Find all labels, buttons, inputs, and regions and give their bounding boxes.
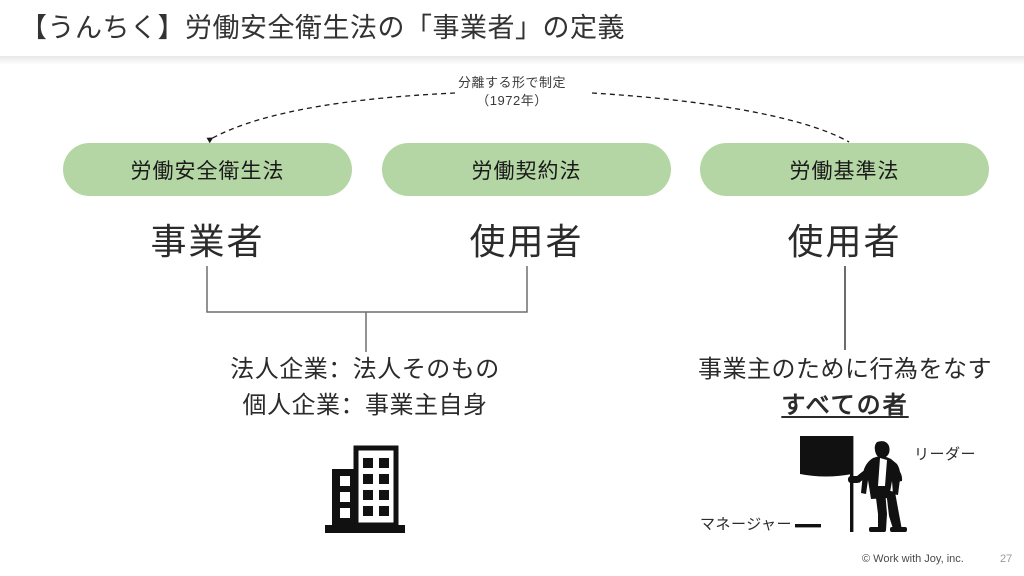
header-divider-shadow [0,56,1024,65]
building-icon [325,445,405,533]
leader-label: リーダー [914,446,977,463]
arc-annotation-line2: （1972年） [476,93,548,108]
law-box-kijun[interactable]: 労働基準法 [700,143,989,196]
page-title: 【うんちく】労働安全衛生法の「事業者」の定義 [20,13,625,43]
explanation-left-line1: 法人企業：法人そのもの [230,356,500,383]
dashed-arrow-right [591,92,850,143]
footer-page-number: 27 [1000,553,1013,565]
role-term-shiyousha-keiyaku: 使用者 [469,221,584,262]
law-box-label: 労働基準法 [789,159,900,183]
arc-annotation: 分離する形で制定 （1972年） [412,74,612,110]
arc-annotation-line1: 分離する形で制定 [457,75,566,90]
role-term-shiyousha-kijun: 使用者 [787,221,902,262]
explanation-right-line1: 事業主のために行為をなす [698,356,992,383]
explanation-left: 法人企業：法人そのもの 個人企業：事業主自身 [150,352,580,424]
person-with-flag-icon [795,436,907,532]
explanation-left-line2: 個人企業：事業主自身 [242,392,488,419]
law-box-label: 労働安全衛生法 [130,159,285,183]
explanation-right-emphasis: すべての者 [781,392,909,419]
footer-copyright: © Work with Joy, inc. [862,553,964,565]
law-box-keiyaku[interactable]: 労働契約法 [382,143,671,196]
law-box-label: 労働契約法 [471,159,582,183]
slide-header: 【うんちく】労働安全衛生法の「事業者」の定義 [0,0,1024,56]
explanation-right: 事業主のために行為をなす すべての者 [645,352,1024,424]
law-box-anzen-eisei[interactable]: 労働安全衛生法 [63,143,352,196]
role-term-jigyousha: 事業者 [150,221,265,262]
bracket-connector-left [206,266,528,313]
manager-label: マネージャー [700,516,792,533]
